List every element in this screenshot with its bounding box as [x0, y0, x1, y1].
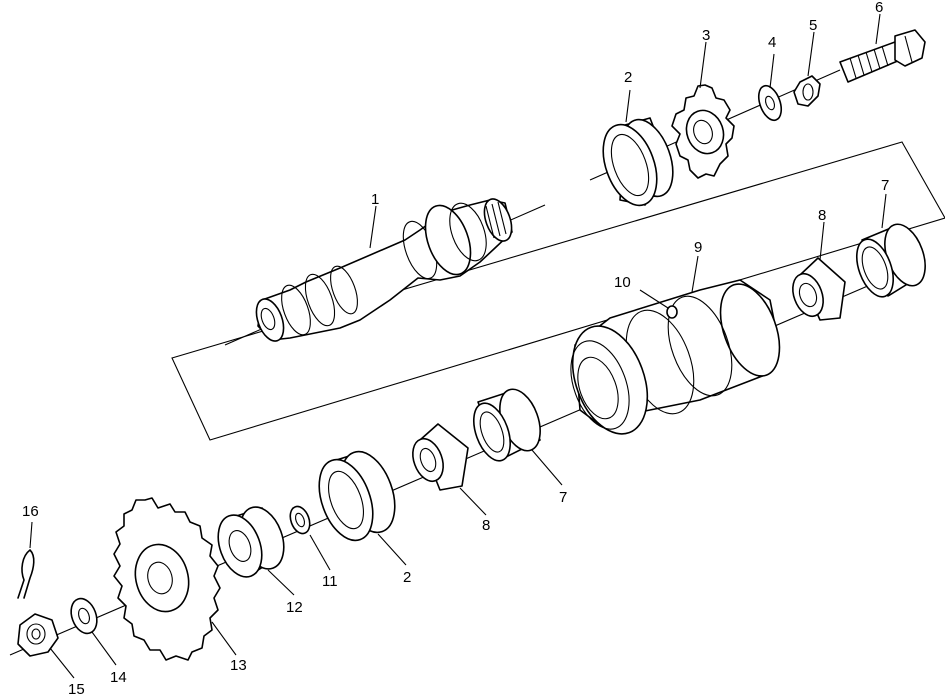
washer-4 [757, 84, 783, 122]
callout-7-right: 7 [881, 177, 889, 194]
drive-sprocket [671, 84, 735, 179]
callout-7-mid: 7 [559, 489, 567, 506]
shaft [255, 198, 513, 342]
subassembly-frame [171, 141, 945, 441]
castle-nut-15 [17, 613, 59, 657]
callout-labels: 1 2 3 4 5 6 7 8 9 10 7 8 2 11 12 13 14 1… [22, 0, 889, 695]
callout-13: 13 [230, 657, 247, 674]
bearing-middle [318, 450, 396, 542]
cone-middle [412, 423, 469, 491]
race-right [855, 223, 926, 298]
callout-6: 6 [875, 0, 883, 16]
callout-9: 9 [694, 239, 702, 256]
callout-2-top: 2 [624, 69, 632, 86]
callout-8-mid: 8 [482, 517, 490, 534]
callout-1: 1 [371, 191, 379, 208]
driven-sprocket-13 [113, 497, 221, 661]
callout-5: 5 [809, 17, 817, 34]
race-middle [472, 388, 541, 462]
callout-12: 12 [286, 599, 303, 616]
bearing-upper [602, 117, 674, 207]
leader-lines [29, 13, 887, 679]
callout-3: 3 [702, 27, 710, 44]
callout-8-right: 8 [818, 207, 826, 224]
callout-11: 11 [322, 573, 338, 590]
spacer-12 [217, 506, 285, 578]
callout-10: 10 [614, 274, 631, 291]
callout-14: 14 [110, 669, 127, 686]
set-screw-10 [666, 305, 678, 319]
callout-15: 15 [68, 681, 85, 695]
callout-4: 4 [768, 34, 776, 51]
callout-16: 16 [22, 503, 39, 520]
eccentric-housing-9 [570, 279, 781, 435]
lock-tab-5 [793, 75, 821, 107]
washer-11 [289, 505, 311, 535]
bolt-6 [839, 29, 926, 83]
cotter-pin-16 [17, 549, 35, 599]
washer-14 [70, 597, 98, 635]
cone-right [792, 257, 846, 321]
callout-2-mid: 2 [403, 569, 411, 586]
